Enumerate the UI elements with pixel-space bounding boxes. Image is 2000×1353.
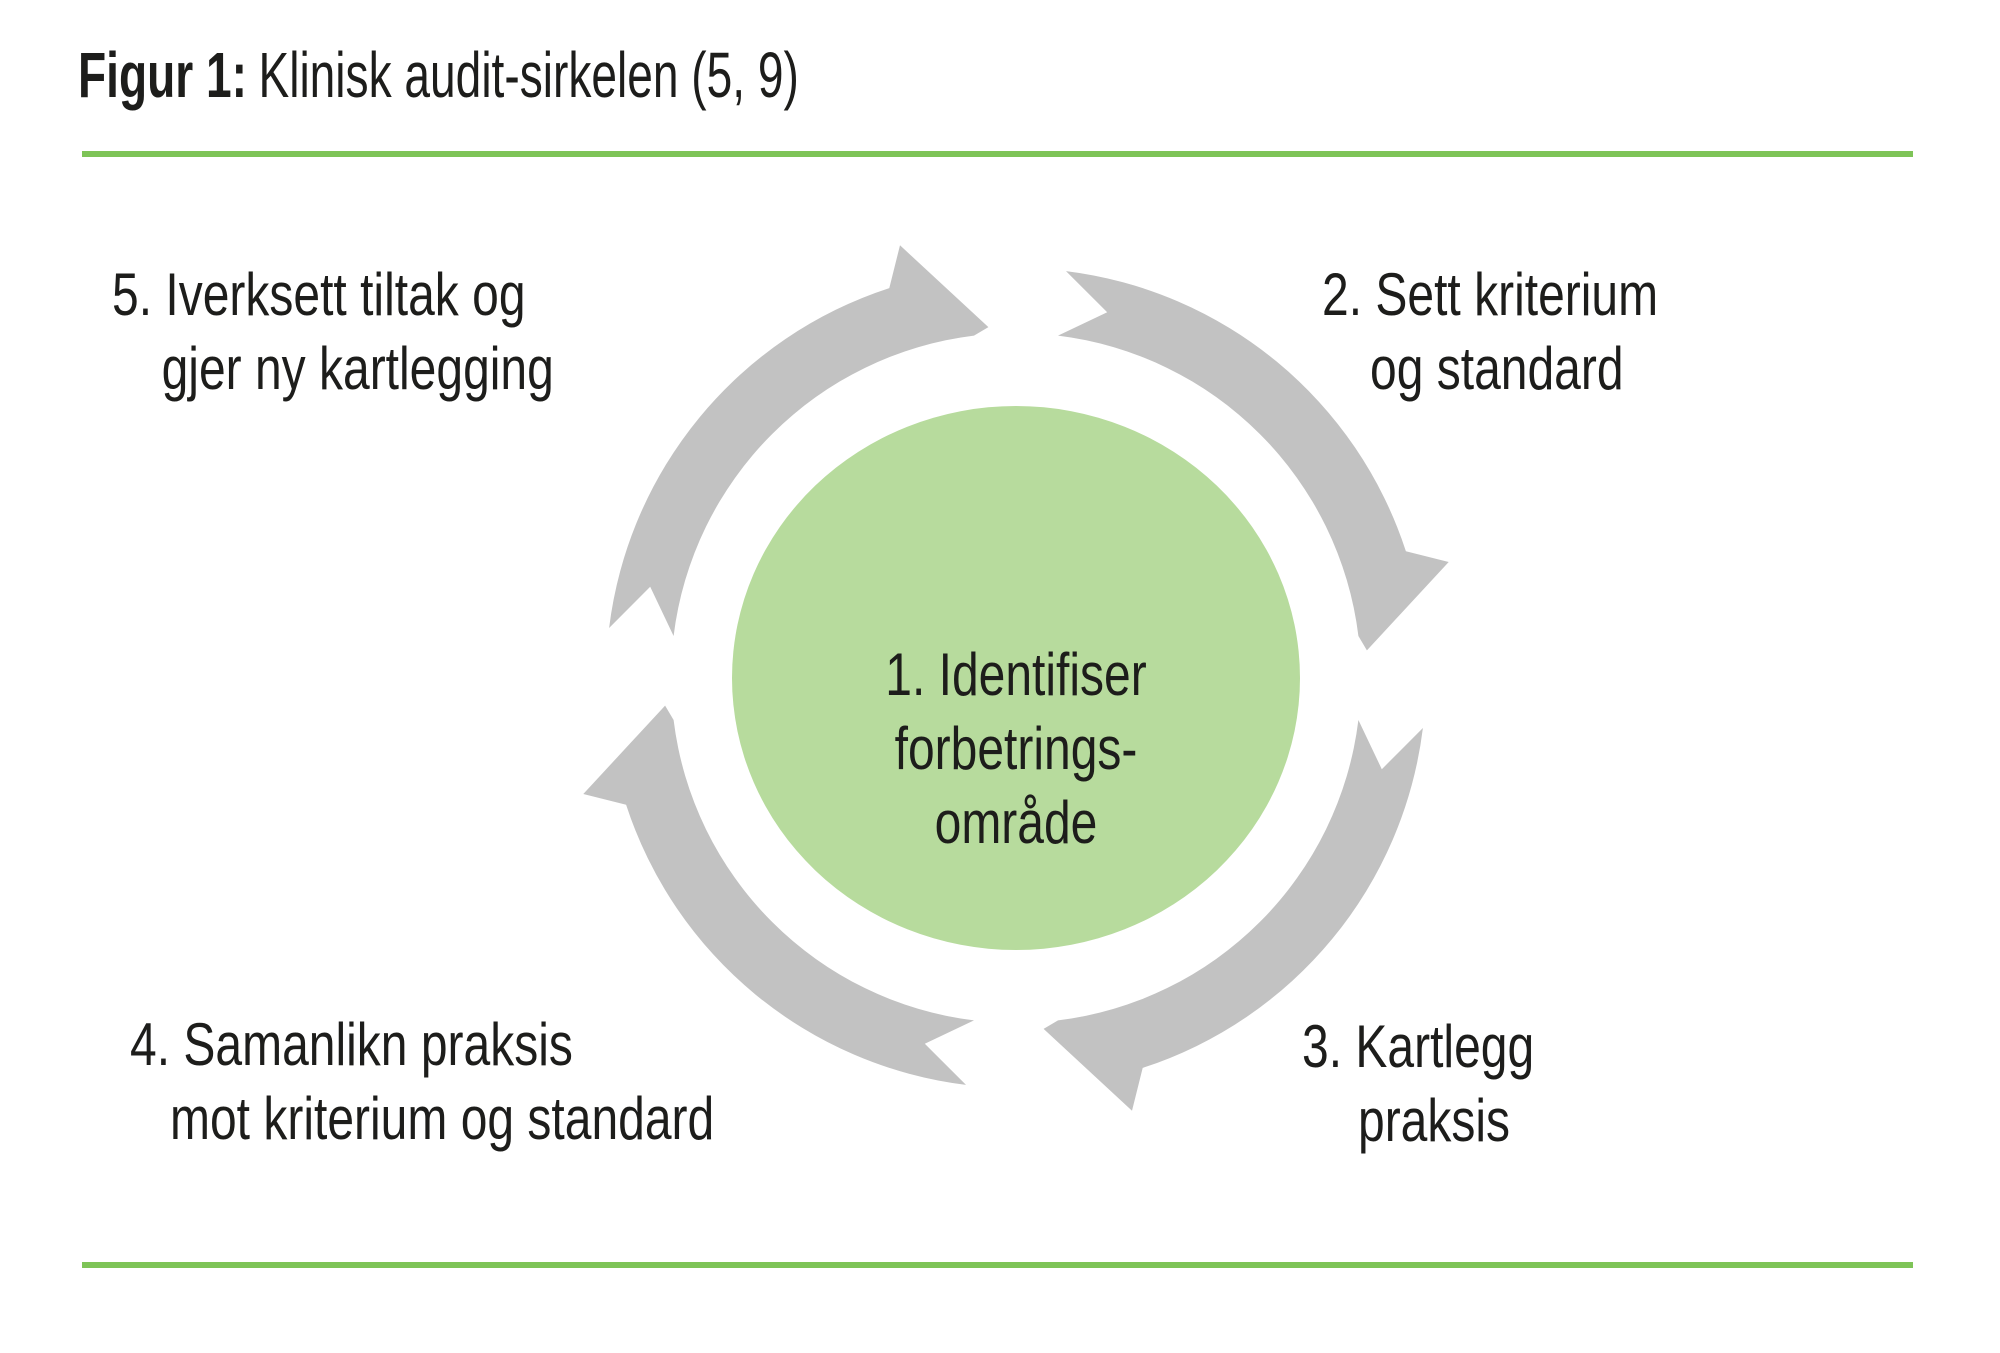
- step-4-label: 4. Samanlikn praksis mot kriterium og st…: [130, 1008, 714, 1156]
- step-3-label: 3. Kartlegg praksis: [1302, 1010, 1534, 1158]
- figure-title-text: Klinisk audit-sirkelen (5, 9): [258, 39, 799, 111]
- step-5-line2: gjer ny kartlegging: [161, 335, 554, 402]
- figure-title-prefix: Figur 1:: [78, 39, 247, 111]
- step-1-line1: 1. Identifiser: [885, 641, 1147, 708]
- step-3-line1: 3. Kartlegg: [1302, 1013, 1535, 1080]
- cycle-arrow-top-left: [609, 245, 989, 637]
- cycle-arrow-bottom-left: [583, 705, 974, 1085]
- cycle-arrow-top-right: [1058, 271, 1449, 651]
- step-2-line1: 2. Sett kriterium: [1322, 261, 1659, 328]
- step-3-line2: praksis: [1358, 1087, 1511, 1154]
- step-5-label: 5. Iverksett tiltak og gjer ny kartleggi…: [112, 258, 554, 406]
- step-1-line2: forbetrings-: [894, 715, 1138, 782]
- step-2-label: 2. Sett kriterium og standard: [1322, 258, 1658, 406]
- figure-title: Figur 1:Klinisk audit-sirkelen (5, 9): [78, 40, 799, 110]
- step-5-line1: 5. Iverksett tiltak og: [112, 261, 526, 328]
- step-2-line2: og standard: [1370, 335, 1624, 402]
- step-1-line3: område: [934, 789, 1098, 856]
- cycle-arrow-bottom-right: [1043, 720, 1423, 1111]
- step-1-center-label: 1. Identifiser forbetrings- område: [776, 638, 1256, 860]
- center-circle: [732, 406, 1300, 950]
- step-4-line2: mot kriterium og standard: [170, 1085, 715, 1152]
- top-divider-rule: [82, 151, 1913, 157]
- step-4-line1: 4. Samanlikn praksis: [130, 1011, 573, 1078]
- bottom-divider-rule: [82, 1262, 1913, 1268]
